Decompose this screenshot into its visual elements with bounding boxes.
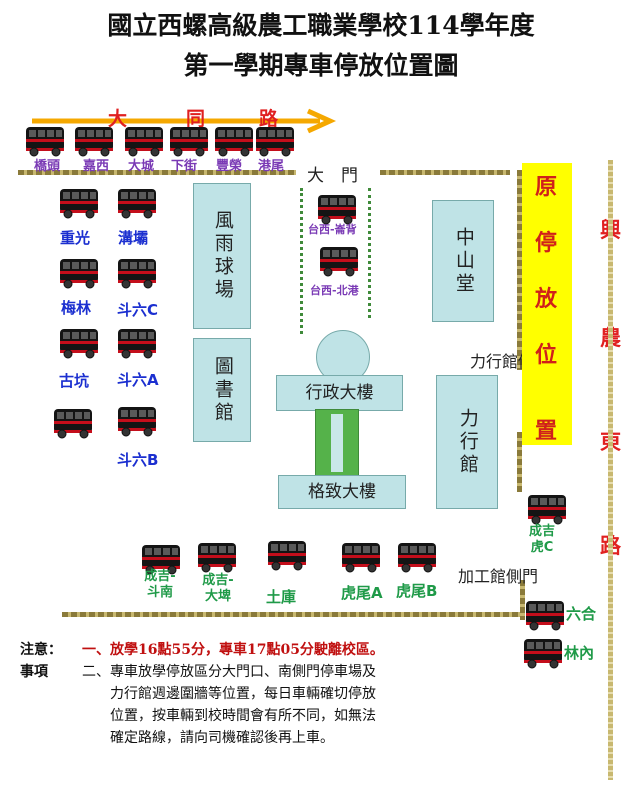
label-huwei-a: 虎尾A	[341, 584, 383, 602]
label-douliu-c: 斗六C	[117, 301, 159, 319]
north-wall-left	[18, 170, 296, 175]
bus-icon-taixi-beigang	[318, 244, 362, 278]
notes-label-1: 注意：	[20, 642, 62, 658]
east-wall-upper	[517, 170, 522, 370]
bus-icon-dacheng	[123, 124, 167, 158]
label-chengji-nan: 成吉-斗南	[144, 569, 176, 600]
building-library: 圖書館	[193, 338, 251, 442]
building-lixing-label: 力行館	[456, 407, 479, 477]
original-position-area: 原 停 放 位 置	[522, 163, 572, 445]
east-wall-lower	[520, 580, 525, 620]
bus-icon-tuku	[266, 538, 310, 572]
label-gukeng: 古坑	[59, 372, 90, 390]
bus-icon-linnei	[522, 636, 566, 670]
original-position-char-4: 位	[535, 343, 558, 368]
building-fengyu: 風雨球場	[193, 183, 251, 329]
label-huwei-b: 虎尾B	[396, 582, 438, 600]
label-chongguang: 重光	[60, 229, 91, 247]
label-tuku: 土庫	[266, 588, 297, 606]
bus-icon-liuhe	[524, 598, 568, 632]
bus-icon-chongguang	[58, 186, 102, 220]
original-position-char-5: 置	[535, 419, 558, 444]
road-name-char-3: 路	[259, 108, 279, 130]
bus-icon-douliu-a	[116, 326, 160, 360]
building-zhongshan: 中山堂	[432, 200, 494, 322]
right-road-line	[608, 160, 613, 780]
jiagong-side-gate-label: 加工館側門	[458, 567, 539, 586]
building-lixing: 力行館	[436, 375, 498, 509]
label-goupa: 溝壩	[118, 229, 149, 247]
courtyard-path	[331, 414, 343, 472]
building-gezhi: 格致大樓	[278, 475, 406, 509]
label-linnei: 林內	[564, 644, 595, 662]
title-line1: 國立西螺高級農工職業學校114學年度	[107, 11, 535, 40]
label-dacheng: 大城	[128, 159, 155, 174]
label-xiajie: 下街	[171, 159, 198, 174]
building-library-label: 圖書館	[211, 355, 234, 425]
notes-label-2: 事項	[20, 664, 48, 680]
label-douliu-a: 斗六A	[117, 371, 159, 389]
original-position-char-2: 停	[535, 231, 558, 256]
east-wall-middle	[517, 432, 522, 492]
bus-icon-goupa	[116, 186, 160, 220]
bus-icon-taixi-lunbei	[316, 192, 360, 226]
bus-icon-xiajie	[168, 124, 212, 158]
title-line2: 第一學期專車停放位置圖	[183, 51, 459, 80]
bus-icon-qiaotou	[24, 124, 68, 158]
bus-icon-fengrong	[213, 124, 257, 158]
bus-icon-meilin	[58, 256, 102, 290]
notes-line-5: 確定路線，請向司機確認後再上車。	[110, 730, 334, 746]
label-jiaxi: 嘉西	[83, 159, 110, 174]
bus-icon-huwei-b	[396, 540, 440, 574]
bus-icon-chengji-dapi	[196, 540, 240, 574]
building-admin: 行政大樓	[276, 375, 403, 411]
bus-icon-chengji-nan	[140, 542, 184, 576]
label-taixi-lunbei: 台西-崙背	[308, 223, 357, 236]
building-admin-label: 行政大樓	[305, 382, 374, 403]
bus-icon-jiaxi	[73, 124, 117, 158]
label-fengrong: 豐榮	[216, 159, 243, 174]
label-douliu-b: 斗六B	[117, 451, 159, 469]
building-fengyu-label: 風雨球場	[211, 210, 234, 302]
courtyard-lawn	[315, 409, 359, 477]
notes-line-2: 二、專車放學停放區分大門口、南側門停車場及	[82, 664, 376, 680]
label-gangwei: 港尾	[258, 159, 285, 174]
building-gezhi-label: 格致大樓	[308, 481, 376, 502]
bus-icon-gukeng	[58, 326, 102, 360]
north-wall-right	[380, 170, 510, 175]
bus-icon-douliu-c	[116, 256, 160, 290]
bus-icon-huwei-a	[340, 540, 384, 574]
bus-icon-douliu-b-left	[52, 406, 96, 440]
bus-icon-douliu-b	[116, 404, 160, 438]
notes-line-1: 一、放學16點55分，專車17點05分駛離校區。	[82, 642, 384, 658]
bus-icon-gangwei	[254, 124, 298, 158]
original-position-char-1: 原	[535, 175, 558, 200]
tree-line-left	[300, 188, 307, 334]
label-liuhe: 六合	[566, 605, 597, 623]
road-arrow-icon	[32, 108, 337, 134]
label-chengji-huc: 成吉虎C	[528, 524, 555, 555]
notes-line-4: 位置，按車輛到校時間會有所不同，如無法	[110, 708, 376, 724]
label-taixi-beigang: 台西-北港	[310, 284, 359, 297]
tree-line-right	[368, 188, 375, 318]
label-meilin: 梅林	[61, 299, 92, 317]
building-zhongshan-label: 中山堂	[452, 226, 475, 296]
south-wall	[62, 612, 520, 617]
main-gate-label: 大 門	[307, 166, 358, 186]
label-qiaotou: 橋頭	[34, 159, 61, 174]
original-position-char-3: 放	[535, 287, 558, 312]
label-chengji-dapi: 成吉-大埤	[202, 573, 234, 604]
notes-line-3: 力行館週邊圍牆等位置，每日車輛確切停放	[110, 686, 376, 702]
road-name-char-1: 大	[108, 108, 128, 130]
road-name-char-2: 同	[186, 108, 206, 130]
bus-icon-chengji-huc	[526, 492, 570, 526]
